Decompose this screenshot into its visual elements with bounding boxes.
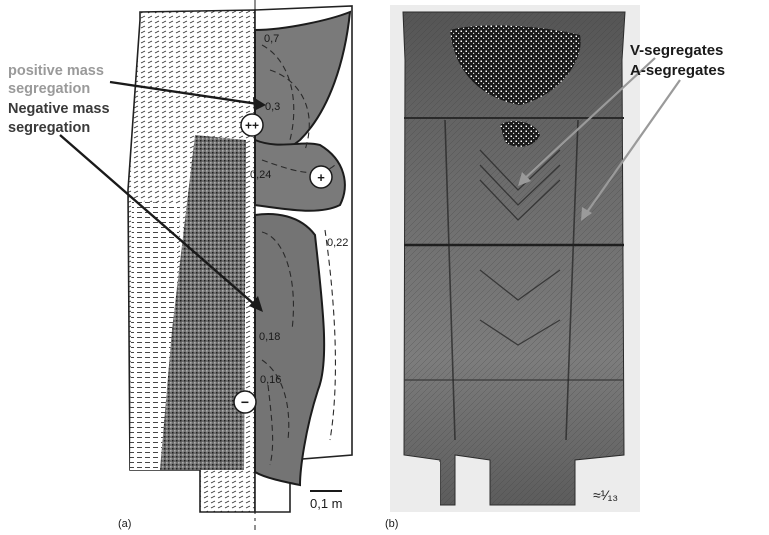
double-plus-label: ++ bbox=[245, 119, 259, 133]
panel-b-caption: (b) bbox=[385, 518, 398, 530]
positive-segregation-line2: segregation bbox=[8, 81, 90, 97]
bottom-notch-left bbox=[404, 462, 440, 512]
zone-label-mid: 0,24 bbox=[250, 169, 271, 181]
plus-marker: + bbox=[310, 166, 332, 188]
positive-segregation-line1: positive mass bbox=[8, 63, 104, 79]
a-segregates-label: A-segregates bbox=[630, 62, 725, 79]
panel-a-annotations: positive mass segregation Negative mass … bbox=[8, 63, 110, 136]
minus-marker: − bbox=[234, 391, 256, 413]
double-plus-marker: ++ bbox=[241, 114, 263, 136]
zone-label-upper: 0,3 bbox=[265, 101, 280, 113]
panel-b-photo bbox=[390, 5, 640, 512]
minus-label: − bbox=[241, 394, 249, 410]
panel-a-drawing bbox=[128, 0, 352, 530]
zone-label-top: 0,7 bbox=[264, 33, 279, 45]
panel-b-labels: V-segregates A-segregates bbox=[630, 42, 725, 79]
zone-label-right: 0,22 bbox=[327, 237, 348, 249]
panel-a-caption: (a) bbox=[118, 518, 131, 530]
negative-segregation-line2: segregation bbox=[8, 120, 90, 136]
scale-bar: 0,1 m bbox=[310, 491, 343, 511]
zone-label-lower2: 0,16 bbox=[260, 374, 281, 386]
negative-segregation-line1: Negative mass bbox=[8, 101, 110, 117]
v-segregates-label: V-segregates bbox=[630, 42, 723, 59]
scale-bar-label: 0,1 m bbox=[310, 496, 343, 511]
plus-label: + bbox=[317, 170, 325, 185]
zone-label-lower1: 0,18 bbox=[259, 331, 280, 343]
panel-b-scale: ≈¹⁄₁₃ bbox=[593, 487, 618, 503]
